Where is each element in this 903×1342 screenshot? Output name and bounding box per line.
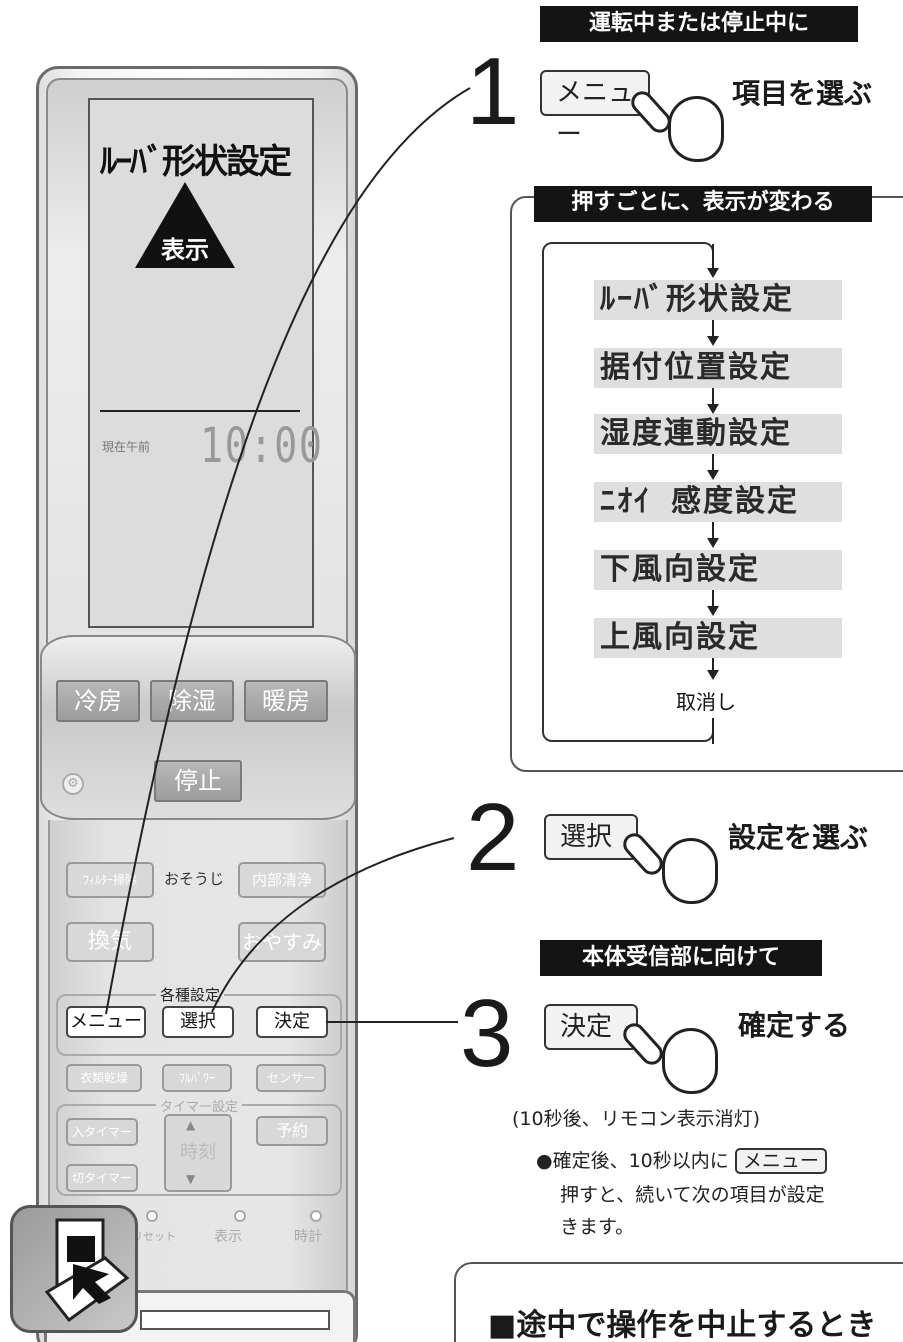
settings-group-label: 各種設定: [156, 984, 225, 1005]
reset-dot[interactable]: [146, 1210, 158, 1222]
receiver-bar: 本体受信部に向けて: [540, 940, 822, 976]
arrow-down-icon: [707, 470, 719, 480]
arrow-down-icon: [707, 670, 719, 680]
cycle-item-humidity: 湿度連動設定: [594, 414, 842, 454]
arrow-line: [712, 244, 714, 270]
full-power-button[interactable]: ﾌﾙﾊﾟﾜｰ: [162, 1064, 232, 1092]
dehumidify-button[interactable]: 除湿: [150, 680, 234, 722]
lcd-clock: 10:00: [200, 418, 324, 474]
arrow-line: [712, 658, 714, 674]
sensor-button[interactable]: センサー: [256, 1064, 326, 1092]
cycle-cancel: 取消し: [676, 690, 736, 714]
note-line-1: (10秒後、リモコン表示消灯): [512, 1108, 761, 1130]
arrow-down-icon: [707, 336, 719, 346]
arrow-down-icon: [707, 538, 719, 548]
clock-dot[interactable]: [310, 1210, 322, 1222]
stop-button[interactable]: 停止: [154, 760, 242, 802]
stop-section-box: [454, 1262, 903, 1342]
hand-icon: [662, 838, 718, 904]
lcd-triangle-label: 表示: [161, 236, 209, 264]
note-menu-key: メニュー: [734, 1148, 827, 1174]
arrow-line: [712, 590, 714, 610]
step-2-number: 2: [466, 784, 520, 891]
display-label: 表示: [214, 1229, 242, 1245]
cycle-item-odor: ﾆｵｲ 感度設定: [594, 482, 842, 522]
cycle-item-up-wind: 上風向設定: [594, 618, 842, 658]
ventilation-button[interactable]: 換気: [66, 922, 154, 962]
cycle-item-install: 据付位置設定: [594, 348, 842, 388]
display-dot[interactable]: [234, 1210, 246, 1222]
timer-group-label: タイマー設定: [156, 1096, 243, 1115]
clothes-dry-button[interactable]: 衣類乾燥: [66, 1064, 142, 1092]
arrow-down-icon: [707, 268, 719, 278]
arrow-line: [712, 320, 714, 340]
select-button[interactable]: 選択: [162, 1006, 234, 1038]
step-1-menu-key: メニュー: [540, 70, 650, 150]
on-timer-button[interactable]: 入タイマー: [66, 1118, 138, 1146]
lcd-title: ﾙｰﾊﾞ形状設定: [100, 142, 292, 182]
up-arrow-icon[interactable]: ▲: [186, 1118, 196, 1132]
stop-section-title: ■途中で操作を中止するとき: [488, 1308, 877, 1342]
lcd-now-label: 現在午前: [102, 440, 151, 454]
step-2-select-key: 選択: [544, 814, 638, 860]
sleep-button[interactable]: おやすみ: [238, 922, 326, 962]
open-cover-icon: [10, 1205, 138, 1333]
note-line-2-text: ●確定後、10秒以内に: [536, 1150, 729, 1172]
step-3-confirm-key: 決定: [544, 1004, 638, 1050]
note-line-3: 押すと、続いて次の項目が設定: [560, 1184, 825, 1206]
step-1-number: 1: [466, 38, 520, 145]
lcd-divider: [100, 410, 300, 412]
clock-label: 時計: [294, 1229, 322, 1245]
loop-return-line: [712, 718, 714, 744]
cycle-item-louver: ﾙｰﾊﾞ形状設定: [594, 280, 842, 320]
step-1-heading: 項目を選ぶ: [732, 77, 873, 110]
hand-icon: [668, 96, 724, 162]
cycle-item-down-wind: 下風向設定: [594, 550, 842, 590]
reset-gear-icon[interactable]: ⚙: [62, 773, 84, 795]
header-bar: 運転中または停止中に: [540, 6, 858, 42]
cycle-title: 押すごとに、表示が変わる: [534, 186, 872, 222]
cool-button[interactable]: 冷房: [56, 680, 140, 722]
arrow-line: [712, 388, 714, 408]
down-arrow-icon[interactable]: ▼: [186, 1172, 196, 1186]
time-stepper[interactable]: 時刻: [164, 1114, 232, 1192]
arrow-line: [712, 454, 714, 474]
time-label: 時刻: [180, 1142, 216, 1163]
heat-button[interactable]: 暖房: [244, 680, 328, 722]
arrow-line: [712, 522, 714, 542]
osouji-label: おそうじ: [164, 870, 225, 888]
arrow-down-icon: [707, 606, 719, 616]
filter-clean-button[interactable]: ﾌｨﾙﾀｰ掃除: [66, 862, 154, 898]
reserve-button[interactable]: 予約: [256, 1116, 328, 1146]
note-line-4: きます。: [560, 1216, 635, 1238]
step-3-number: 3: [460, 980, 514, 1087]
note-line-2: ●確定後、10秒以内に メニュー: [536, 1146, 827, 1174]
reset-label: リセット: [132, 1230, 176, 1243]
remote-slot: [140, 1310, 330, 1330]
off-timer-button[interactable]: 切タイマー: [66, 1164, 138, 1192]
display-triangle-icon: [135, 182, 235, 268]
internal-clean-button[interactable]: 内部清浄: [238, 862, 326, 898]
step-3-heading: 確定する: [738, 1009, 851, 1042]
hand-icon: [662, 1028, 718, 1094]
step-2-heading: 設定を選ぶ: [728, 821, 869, 854]
arrow-down-icon: [707, 404, 719, 414]
